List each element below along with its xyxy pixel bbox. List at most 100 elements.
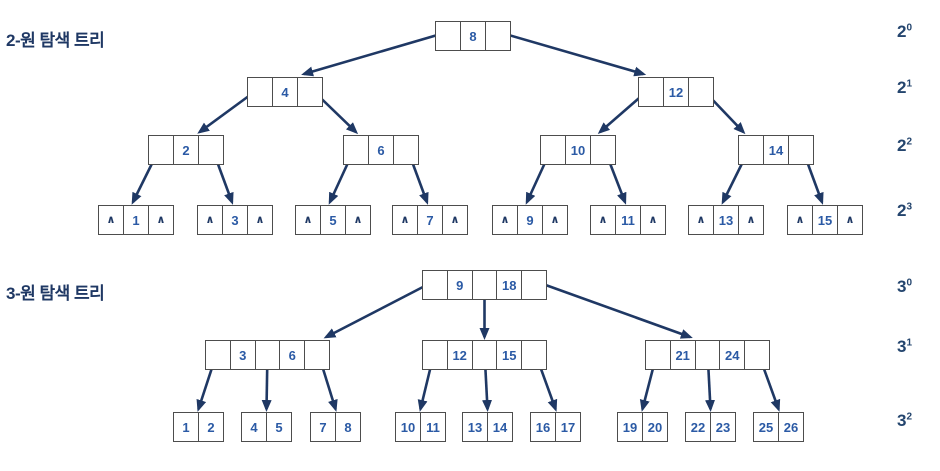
level-label-base: 2 [897,22,907,41]
key-cell: 19 [618,413,642,441]
level-label-exponent: 2 [906,136,913,148]
null-pointer-cell: ∧ [542,206,567,234]
node-key: 4 [281,84,289,100]
null-pointer-cell: ∧ [738,206,763,234]
node-key: 5 [275,419,283,435]
tree-node: 2 [148,135,224,165]
node-key: 22 [690,419,706,435]
null-pointer-cell: ∧ [837,206,862,234]
key-cell: 11 [420,413,445,441]
node-key: 10 [570,142,586,158]
tree-node: 4 [247,77,323,107]
key-cell: 4 [272,78,297,106]
node-key: 5 [329,212,337,228]
null-pointer-cell: ∧ [393,206,417,234]
key-cell: 9 [446,271,472,299]
leaf-node: ∧13∧ [688,205,764,235]
null-pointer-cell: ∧ [198,206,222,234]
null-pointer-glyph: ∧ [353,213,363,226]
key-cell: 1 [174,413,198,441]
null-pointer-glyph: ∧ [156,213,166,226]
node-key: 24 [725,347,740,363]
node-key: 11 [426,419,440,435]
null-pointer-glyph: ∧ [648,213,658,226]
node-key: 23 [715,419,731,435]
leaf-node: 22 23 [685,412,736,442]
pointer-cell [198,136,223,164]
node-key: 16 [535,419,551,435]
key-cell: 12 [446,341,472,369]
key-cell: 6 [279,341,304,369]
node-key: 2 [182,142,190,158]
null-pointer-glyph: ∧ [795,213,805,226]
node-key: 9 [456,277,464,293]
leaf-node: ∧11∧ [590,205,666,235]
node-key: 12 [668,84,684,100]
pointer-cell [694,341,720,369]
node-key: 8 [344,419,352,435]
level-label: 30 [897,277,912,297]
node-key: 7 [426,212,434,228]
node-key: 17 [560,419,576,435]
tree-node: 14 [738,135,814,165]
node-key: 1 [132,212,140,228]
tree-node: 10 [540,135,616,165]
null-pointer-cell: ∧ [493,206,517,234]
key-cell: 2 [173,136,198,164]
null-pointer-cell: ∧ [689,206,713,234]
key-cell: 8 [335,413,360,441]
level-label-base: 3 [897,337,907,356]
null-pointer-glyph: ∧ [205,213,215,226]
pointer-cell [423,271,447,299]
tree-node: 8 [435,21,511,51]
key-cell: 5 [266,413,291,441]
null-pointer-glyph: ∧ [255,213,265,226]
pointer-cell [304,341,329,369]
pointer-cell [541,136,565,164]
null-pointer-glyph: ∧ [400,213,410,226]
node-key: 21 [675,347,690,363]
pointer-cell [254,341,280,369]
key-cell: 23 [710,413,735,441]
node-key: 9 [526,212,534,228]
level-label: 31 [897,337,912,357]
node-key: 19 [622,419,638,435]
key-cell: 4 [242,413,266,441]
null-pointer-glyph: ∧ [696,213,706,226]
node-key: 15 [502,347,517,363]
level-label-base: 2 [897,201,907,220]
level-label: 20 [897,22,912,42]
pointer-cell [206,341,230,369]
tree1-title: 2-원 탐색 트리 [6,31,105,50]
key-cell: 14 [763,136,788,164]
key-cell: 24 [719,341,744,369]
tree-node: 21 24 [645,340,770,370]
pointer-cell [471,341,497,369]
level-label-exponent: 3 [906,201,913,213]
pointer-cell [590,136,615,164]
key-cell: 3 [222,206,247,234]
key-cell: 15 [496,341,521,369]
level-label-base: 2 [897,136,907,155]
node-key: 2 [207,419,215,435]
key-cell: 26 [778,413,803,441]
pointer-cell [297,78,322,106]
leaf-node: ∧ 9 ∧ [492,205,568,235]
pointer-cell [344,136,368,164]
key-cell: 25 [754,413,778,441]
level-label-exponent: 2 [906,411,913,423]
null-pointer-glyph: ∧ [500,213,510,226]
leaf-node: ∧ 5 ∧ [295,205,371,235]
null-pointer-glyph: ∧ [303,213,313,226]
level-label-exponent: 0 [906,277,913,289]
pointer-cell [393,136,418,164]
key-cell: 16 [531,413,555,441]
node-key: 8 [469,28,477,44]
